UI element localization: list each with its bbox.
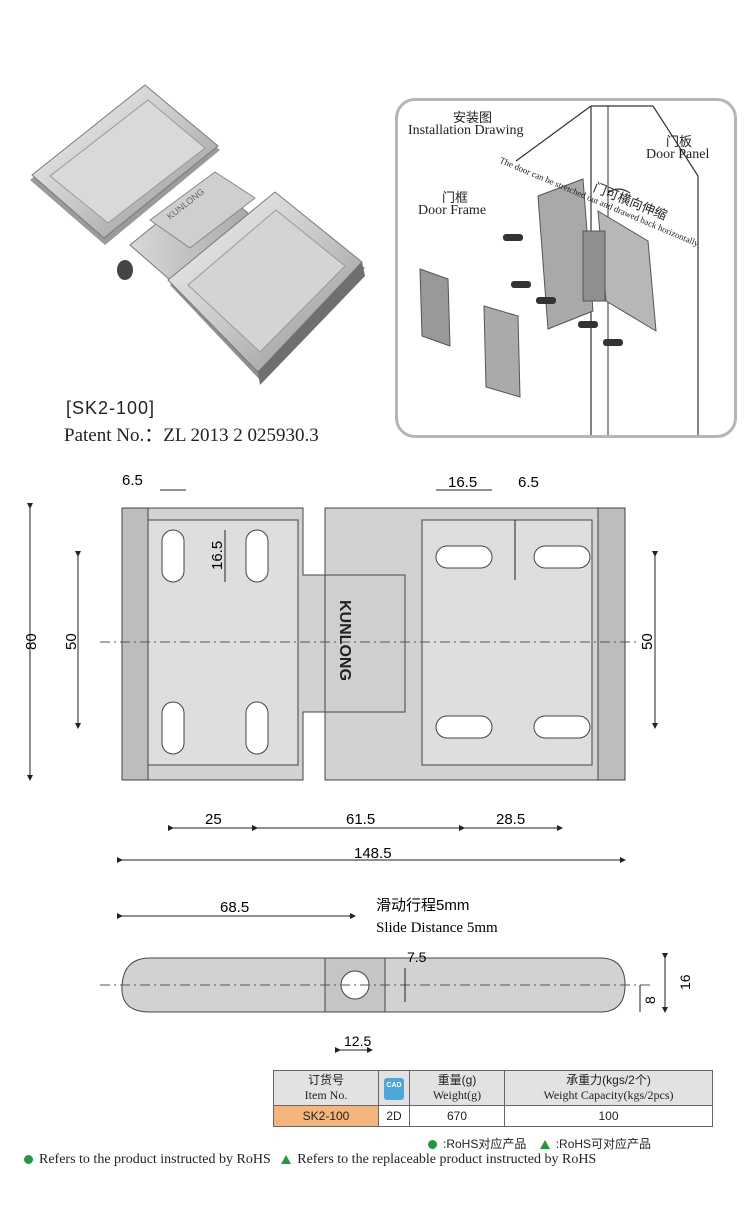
rohs-dot-icon xyxy=(428,1140,437,1150)
table-row: SK2-100 2D 670 100 xyxy=(273,1105,713,1127)
door-panel-cn: 门板 xyxy=(666,134,693,149)
dim-pin-offset: 7.5 xyxy=(407,949,427,965)
installation-panel: 安装图 Installation Drawing 门板 Door Panel 门… xyxy=(395,98,737,438)
dim-half-thickness: 8 xyxy=(642,996,658,1004)
item-code-label: [SK2-100] xyxy=(66,398,156,418)
legend-en: Refers to the product instructed by RoHS… xyxy=(24,1152,596,1168)
legend-cn: :RoHS对应产品 :RoHS可对应产品 xyxy=(428,1135,651,1152)
brand-mark: KUNLONG xyxy=(336,600,353,681)
dim-slot-length-left: 16.5 xyxy=(209,541,226,570)
dim-total-length: 148.5 xyxy=(354,845,392,862)
cad-file-icon: CAD xyxy=(384,1078,404,1100)
col-weight: 重量(g) Weight(g) xyxy=(409,1070,505,1106)
cell-cad[interactable]: 2D xyxy=(378,1105,410,1127)
patent-number: Patent No.：ZL 2013 2 025930.3 xyxy=(64,425,319,446)
cell-weight: 670 xyxy=(409,1105,505,1127)
dim-hole-spacing-left: 50 xyxy=(63,633,80,650)
door-panel-en: Door Panel xyxy=(646,147,710,162)
hinge-product-photo: KUNLONG xyxy=(30,84,365,385)
dim-height-total: 80 xyxy=(23,633,40,650)
col-cad: CAD xyxy=(378,1070,410,1106)
replace-triangle-icon xyxy=(539,1140,550,1150)
rohs-dot-icon xyxy=(24,1155,33,1165)
installation-illustration xyxy=(419,105,699,435)
slide-distance-en: Slide Distance 5mm xyxy=(376,920,498,936)
cell-item: SK2-100 xyxy=(273,1105,379,1127)
spec-table: 订货号 Item No. CAD 重量(g) Weight(g) 承重力(kgs… xyxy=(273,1070,713,1127)
dim-hole-spacing-right: 50 xyxy=(639,633,656,650)
dim-offset-left: 25 xyxy=(205,811,222,828)
side-view-drawing: 68.5 滑动行程5mm Slide Distance 5mm 7.5 16 8… xyxy=(100,897,693,1053)
installation-title-cn: 安装图 xyxy=(453,110,493,125)
dim-slot-length-right: 16.5 xyxy=(448,474,477,491)
cell-capacity: 100 xyxy=(504,1105,713,1127)
dim-center-distance: 61.5 xyxy=(346,811,375,828)
dim-offset-right: 28.5 xyxy=(496,811,525,828)
door-frame-en: Door Frame xyxy=(418,203,487,218)
installation-title-en: Installation Drawing xyxy=(408,123,524,138)
dim-side-length: 68.5 xyxy=(220,899,249,916)
dim-slot-width-right: 6.5 xyxy=(518,474,539,491)
dim-thickness: 16 xyxy=(677,974,693,990)
slide-distance-cn: 滑动行程5mm xyxy=(376,897,469,914)
door-frame-cn: 门框 xyxy=(442,190,469,205)
col-item: 订货号 Item No. xyxy=(273,1070,379,1106)
top-view-drawing: KUNLONG 80 50 50 6.5 16.5 16.5 6.5 25 61… xyxy=(23,472,658,863)
col-capacity: 承重力(kgs/2个) Weight Capacity(kgs/2pcs) xyxy=(504,1070,713,1106)
replace-triangle-icon xyxy=(281,1155,292,1165)
dim-slot-width: 6.5 xyxy=(122,472,143,489)
dim-slot-length-side: 12.5 xyxy=(344,1033,371,1049)
